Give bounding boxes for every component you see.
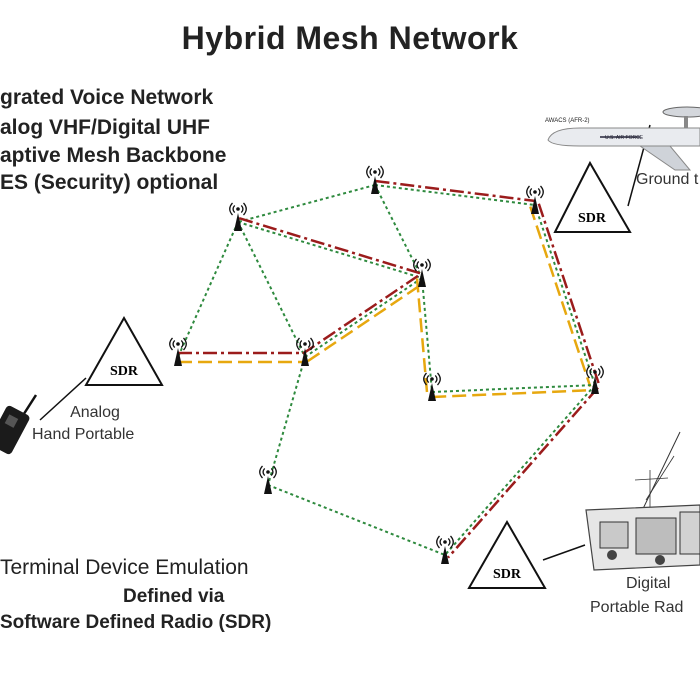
link-green-n_tr-n_rr: [534, 204, 596, 386]
link-red-n_tr-n_rr: [537, 203, 600, 385]
link-red-n_rr-n_bot: [447, 386, 599, 559]
link-green-n_rr-n_bot: [444, 384, 596, 556]
sdr-top-right: SDR: [553, 160, 632, 233]
antenna-node-icon: [229, 202, 247, 231]
link-yellow-n_tr-n_rr: [529, 206, 592, 387]
aircraft-label: AWACS (AFR-2): [545, 118, 590, 124]
sdr-left-label: SDR: [110, 364, 139, 379]
sdr-left: SDR: [84, 315, 164, 386]
link-green-n_low-n_bot: [267, 484, 446, 556]
antenna-node-icon: [423, 372, 441, 401]
link-green-n_cl-n_mid: [304, 277, 423, 358]
mesh-nodes: [169, 165, 604, 564]
sdr-top-right-label: SDR: [578, 211, 607, 226]
feature-line-2: alog VHF/Digital UHF: [0, 116, 210, 139]
mesh-links: [177, 179, 600, 559]
link-green-n_cl-n_low: [267, 356, 306, 486]
digital-label-2: Portable Rad: [590, 599, 684, 616]
link-red-n_top-n_tr: [375, 179, 536, 203]
digital-label-1: Digital: [626, 575, 671, 592]
analog-label-2: Hand Portable: [32, 426, 135, 443]
link-green-n_tl-n_left: [177, 221, 239, 358]
link-green-n_top-n_tl: [237, 184, 376, 223]
antenna-node-icon: [259, 465, 277, 494]
aircraft-marking: U.S. AIR FORCE: [605, 135, 644, 141]
link-red-n_cl-n_mid: [302, 273, 421, 355]
link-yellow-n_cr-n_rr: [432, 388, 596, 399]
feature-line-1: grated Voice Network: [0, 86, 214, 109]
antenna-node-icon: [586, 365, 604, 394]
feature-line-4: ES (Security) optional: [0, 171, 219, 194]
analog-connector: [39, 377, 87, 421]
antenna-node-icon: [436, 535, 454, 564]
antenna-node-icon: [526, 185, 544, 214]
caption-line-1: Terminal Device Emulation: [0, 556, 249, 579]
antenna-node-icon: [169, 337, 187, 366]
caption-line-2: Defined via: [123, 586, 225, 607]
sdr-bottom: SDR: [467, 519, 547, 589]
digital-connector: [542, 544, 586, 561]
link-green-n_cr-n_rr: [431, 384, 596, 393]
caption-line-3: Software Defined Radio (SDR): [0, 612, 272, 633]
link-yellow-n_cl-n_mid: [307, 281, 426, 363]
antenna-node-icon: [413, 258, 431, 287]
sdr-bottom-label: SDR: [493, 567, 522, 582]
link-red-n_tl-n_mid: [238, 216, 424, 276]
antenna-node-icon: [366, 165, 384, 194]
handheld-radio-icon: [0, 394, 38, 455]
link-green-n_mid-n_cr: [421, 277, 433, 393]
aircraft-icon: AWACS (AFR-2) U.S. AIR FORCE: [545, 106, 700, 171]
link-green-n_top-n_tr: [374, 184, 536, 206]
page-title: Hybrid Mesh Network: [181, 20, 519, 56]
digital-radio-icon: [585, 431, 700, 571]
feature-line-3: aptive Mesh Backbone: [0, 144, 227, 167]
ground-label: Ground t: [636, 171, 699, 188]
link-green-n_top-n_mid: [374, 184, 423, 279]
analog-label-1: Analog: [70, 404, 120, 421]
link-green-n_tl-n_mid: [237, 221, 423, 279]
link-green-n_tl-n_cl: [237, 221, 306, 358]
antenna-node-icon: [296, 337, 314, 366]
